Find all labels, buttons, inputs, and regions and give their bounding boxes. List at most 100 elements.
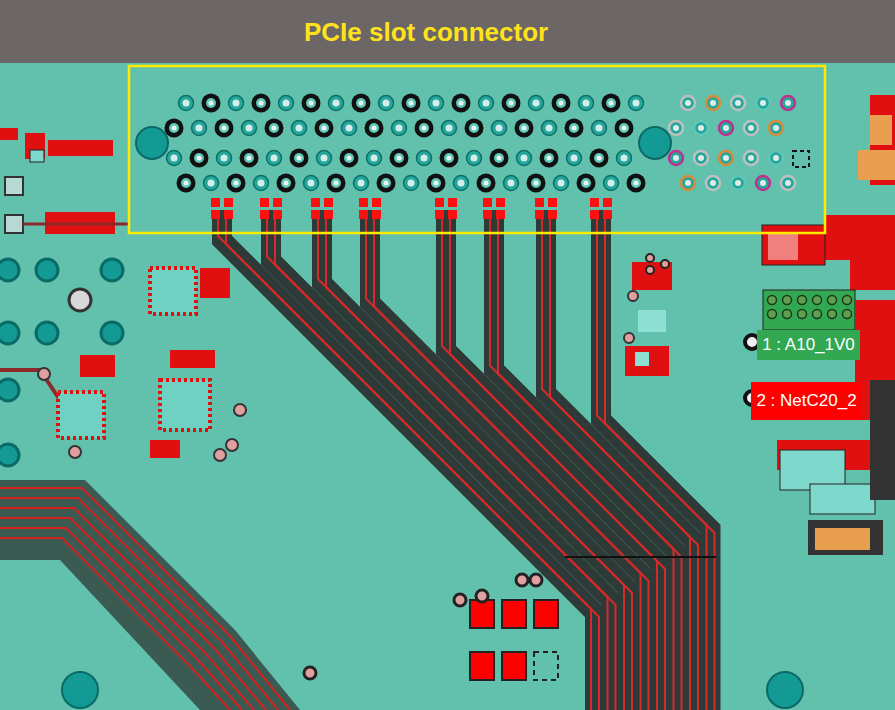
pin-drill bbox=[594, 153, 604, 163]
pin-drill bbox=[419, 123, 429, 133]
gnd-pin bbox=[265, 119, 284, 138]
signal-pin bbox=[442, 121, 457, 136]
signal-pin bbox=[404, 176, 419, 191]
pin-drill bbox=[431, 178, 441, 188]
pad-array bbox=[646, 254, 852, 319]
thermal-via bbox=[768, 296, 777, 305]
pin-drill bbox=[494, 153, 504, 163]
via-pad bbox=[273, 210, 282, 219]
power-area bbox=[745, 95, 895, 555]
pin-drill bbox=[296, 125, 303, 132]
pin-drill bbox=[447, 156, 452, 161]
pin-drill bbox=[221, 155, 228, 162]
gnd-pin bbox=[277, 174, 296, 193]
net-label-red: 2 : NetC20_2 bbox=[751, 382, 862, 420]
key-hole bbox=[136, 127, 168, 159]
signal-pin bbox=[229, 96, 244, 111]
pin-drill bbox=[258, 180, 265, 187]
pin-drill bbox=[171, 155, 178, 162]
pin-drill bbox=[547, 156, 552, 161]
via-pad bbox=[324, 210, 333, 219]
pin-drill bbox=[346, 125, 353, 132]
via-pad bbox=[260, 210, 269, 219]
pin-drill bbox=[359, 101, 364, 106]
gnd-pin bbox=[415, 119, 434, 138]
pin-drill bbox=[619, 123, 629, 133]
thermal-via bbox=[813, 296, 822, 305]
via-pad bbox=[211, 210, 220, 219]
pin-drill bbox=[497, 156, 502, 161]
pin-drill bbox=[723, 155, 729, 161]
gnd-pin bbox=[465, 119, 484, 138]
power-pin bbox=[706, 96, 720, 110]
gnd-pin bbox=[540, 149, 559, 168]
pin-drill bbox=[434, 181, 439, 186]
via-pad bbox=[224, 210, 233, 219]
pin-drill bbox=[483, 100, 490, 107]
via-pad bbox=[603, 198, 612, 207]
pin-drill bbox=[408, 180, 415, 187]
net-label-green: 1 : A10_1V0 bbox=[757, 330, 860, 360]
trace-pour bbox=[601, 210, 711, 710]
pin-drill bbox=[634, 181, 639, 186]
power-pin bbox=[744, 121, 758, 135]
net-name: 2 : NetC20_2 bbox=[756, 391, 856, 411]
power-pin bbox=[731, 96, 745, 110]
pin-drill bbox=[471, 155, 478, 162]
gnd-pin bbox=[502, 94, 521, 113]
pin-drill bbox=[358, 180, 365, 187]
pin-drill bbox=[735, 180, 741, 186]
pin-drill bbox=[444, 153, 454, 163]
via-pad bbox=[435, 198, 444, 207]
mount-hole bbox=[62, 672, 98, 708]
signal-pin bbox=[304, 176, 319, 191]
via-pad bbox=[311, 198, 320, 207]
signal-pin bbox=[479, 96, 494, 111]
gnd-pin bbox=[627, 174, 646, 193]
gnd-pin bbox=[402, 94, 421, 113]
pin-drill bbox=[233, 100, 240, 107]
pin-drill bbox=[284, 181, 289, 186]
pin-drill bbox=[406, 98, 416, 108]
pin-drill bbox=[710, 180, 716, 186]
bottom-pads bbox=[304, 574, 558, 680]
signal-pin bbox=[379, 96, 394, 111]
diff-trace bbox=[366, 210, 641, 710]
small-parts bbox=[624, 262, 672, 376]
pin-drill bbox=[760, 100, 766, 106]
thermal-via bbox=[783, 310, 792, 319]
gnd-pin bbox=[177, 174, 196, 193]
gnd-pin bbox=[377, 174, 396, 193]
pin-drill bbox=[519, 123, 529, 133]
pin-drill bbox=[748, 155, 754, 161]
pin-drill bbox=[569, 123, 579, 133]
diff-trace bbox=[218, 210, 591, 710]
power-pin bbox=[719, 151, 733, 165]
power-pin bbox=[719, 121, 733, 135]
pin-drill bbox=[247, 156, 252, 161]
signal-pin bbox=[192, 121, 207, 136]
pin-drill bbox=[421, 155, 428, 162]
pin-drill bbox=[259, 101, 264, 106]
pin-drill bbox=[633, 100, 640, 107]
pin-drill bbox=[621, 155, 628, 162]
signal-pin bbox=[529, 96, 544, 111]
signal-pin bbox=[267, 151, 282, 166]
pin-drill bbox=[172, 126, 177, 131]
pin-drill bbox=[572, 126, 577, 131]
pin-drill bbox=[184, 181, 189, 186]
pin-drill bbox=[583, 100, 590, 107]
ic-packages bbox=[38, 268, 246, 461]
gnd-pin bbox=[565, 119, 584, 138]
pin-drill bbox=[534, 181, 539, 186]
pin-drill bbox=[546, 125, 553, 132]
pin-drill bbox=[446, 125, 453, 132]
pin-drill bbox=[384, 181, 389, 186]
pin-drill bbox=[283, 100, 290, 107]
pin-drill bbox=[631, 178, 641, 188]
pin-drill bbox=[206, 98, 216, 108]
signal-pin bbox=[204, 176, 219, 191]
pin-drill bbox=[234, 181, 239, 186]
pin-drill bbox=[785, 100, 791, 106]
